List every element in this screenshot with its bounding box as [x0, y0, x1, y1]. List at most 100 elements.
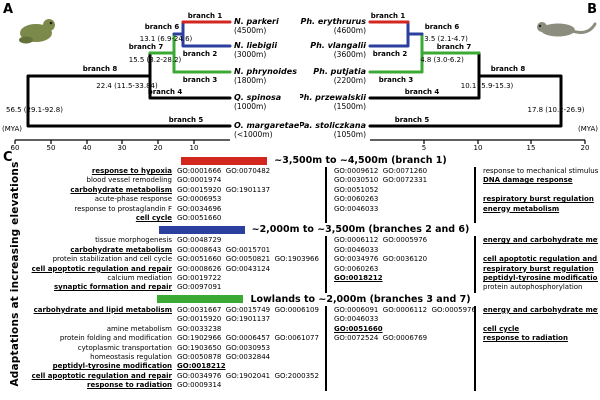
- branch-label: branch 8: [83, 65, 118, 73]
- branches-3-7-lines: [148, 32, 232, 74]
- panel-b-tree: B branch 1 branch 2 branch 3 branch 4 br…: [300, 2, 598, 152]
- go-ids-middle: [325, 352, 474, 363]
- branch-label: branch 2: [183, 50, 218, 58]
- go-term-label: blood vessel remodeling: [86, 176, 173, 185]
- go-rows: tissue morphogenesis GO:0048729 GO:00061…: [30, 236, 598, 293]
- go-term-label-right: response to radiation: [474, 334, 598, 344]
- branch-label: branch 5: [169, 116, 204, 124]
- go-ids: GO:0015920 GO:1901137: [177, 315, 271, 324]
- species-elevation: (<1000m): [234, 130, 273, 139]
- go-ids-middle: GO:0046033: [325, 204, 474, 215]
- go-term-row: response to prostaglandin F GO:0034696 G…: [30, 204, 598, 215]
- go-term-row: response to radiation GO:0009314: [30, 381, 598, 391]
- go-rows: response to hypoxia GO:0001666 GO:007048…: [30, 167, 598, 224]
- node-age: 17.8 (10.2-26.9): [528, 106, 585, 114]
- branch-label: branch 4: [148, 88, 183, 96]
- species-elevation: (2200m): [334, 76, 366, 85]
- frog-image: [19, 19, 55, 44]
- go-term-label: carbohydrate metabolism: [70, 245, 172, 254]
- go-ids-middle: GO:0006091 GO:0006112 GO:0005976: [325, 305, 474, 316]
- block-header: ~2,000m to ~3,500m (branches 2 and 6): [30, 224, 598, 235]
- go-term-label-right: [474, 352, 598, 363]
- go-term-label: carbohydrate and lipid metabolism: [33, 305, 172, 314]
- go-ids: GO:0051660: [177, 214, 222, 223]
- color-bar: [157, 295, 244, 304]
- branch-label: branch 4: [405, 88, 440, 96]
- go-term-label: acute-phase response: [94, 195, 172, 204]
- go-term-label-right: cell apoptotic regulation and repair: [474, 255, 598, 265]
- go-term-row: peptidyl-tyrosine modification GO:001821…: [30, 362, 598, 372]
- axis-tick: 20: [581, 144, 590, 152]
- axis-tick: 15: [527, 144, 536, 152]
- node-age: 15.5 (8.2-28.2): [129, 56, 182, 64]
- panel-b-time-axis: [370, 139, 586, 144]
- axis-tick: 5: [422, 144, 426, 152]
- species-name: N. parkeri: [234, 17, 279, 26]
- branch-label: branch 7: [437, 43, 472, 51]
- go-term-label-right: [474, 343, 598, 353]
- go-term-label: homeostasis regulation: [90, 352, 172, 361]
- branches-2-6-lines: [368, 20, 424, 48]
- go-term-row: amine metabolism GO:0033238 GO:0051660 c…: [30, 324, 598, 335]
- phylogeny-panels: A branch 1 branch 2 branch 3 branch 4 br…: [0, 0, 600, 152]
- branches-4-5-8-lines: [368, 51, 563, 128]
- go-term-label: peptidyl-tyrosine modification: [52, 362, 172, 371]
- go-term-label-right: [474, 315, 598, 325]
- go-term-label-right: energy and carbohydrate metabolism: [474, 305, 598, 316]
- go-ids-middle: GO:0051052: [325, 185, 474, 196]
- go-term-row: cytoplasmic transportation GO:1903650 GO…: [30, 343, 598, 353]
- go-ids: GO:0001974: [177, 176, 222, 185]
- go-term-label-right: protein autophosphorylation: [474, 283, 598, 293]
- species-name: Ph. putjatia: [313, 67, 366, 76]
- axis-tick: 10: [190, 144, 199, 152]
- go-ids-middle: GO:0060263: [325, 264, 474, 275]
- go-ids: GO:0033238: [177, 324, 222, 333]
- node-age: 4.8 (3.0-6.2): [420, 56, 464, 64]
- go-term-row: blood vessel remodeling GO:0001974 GO:00…: [30, 176, 598, 186]
- go-ids: GO:0009314: [177, 381, 222, 390]
- go-ids: GO:0015920 GO:1901137: [177, 185, 271, 194]
- go-term-label: protein stabilization and cell cycle: [52, 255, 172, 264]
- branch-label: branch 6: [425, 23, 460, 31]
- block-header: ~3,500m to ~4,500m (branch 1): [30, 155, 598, 166]
- go-term-label: tissue morphogenesis: [95, 236, 172, 245]
- branch-label: branch 6: [145, 23, 180, 31]
- go-term-label-right: respiratory burst regulation: [474, 264, 598, 275]
- species-name: O. margaretae: [234, 121, 300, 130]
- go-term-label-right: energy metabolism: [474, 204, 598, 215]
- go-ids: GO:0034976 GO:1902041 GO:2000352: [177, 371, 319, 380]
- go-term-row: cell apoptotic regulation and repair GO:…: [30, 264, 598, 275]
- go-ids-middle: [325, 362, 474, 372]
- go-term-label: calcium mediation: [107, 274, 172, 283]
- species-name: Ph. erythrurus: [300, 17, 366, 26]
- species-elevation: (1050m): [334, 130, 366, 139]
- species-name: Q. spinosa: [234, 93, 281, 102]
- go-ids-middle: [325, 371, 474, 382]
- branch-label: branch 3: [379, 76, 414, 84]
- elevation-axis-label: Adaptations at increasing elevations: [9, 161, 21, 387]
- go-ids: GO:0001666 GO:0070482: [177, 167, 271, 175]
- go-term-row: carbohydrate metabolism GO:0015920 GO:19…: [30, 185, 598, 196]
- panel-c-label: C: [3, 150, 13, 165]
- go-term-label: cell apoptotic regulation and repair: [31, 371, 172, 380]
- go-term-row: protein folding and modification GO:1902…: [30, 334, 598, 344]
- go-ids-middle: GO:0006112 GO:0005976: [325, 236, 474, 246]
- species-elevation: (3600m): [334, 50, 366, 59]
- go-term-label-right: response to mechanical stimulus: [474, 167, 598, 177]
- go-term-row: synaptic formation and repair GO:0097091…: [30, 283, 598, 293]
- color-bar: [158, 225, 245, 234]
- go-ids-middle: GO:0051660: [325, 324, 474, 335]
- species-name: N. liebigii: [234, 41, 277, 50]
- go-term-label: amine metabolism: [106, 324, 172, 333]
- go-term-label-right: [474, 214, 598, 224]
- go-ids: GO:1902966 GO:0006457 GO:0061077: [177, 334, 319, 343]
- block-title: ~3,500m to ~4,500m (branch 1): [274, 155, 447, 166]
- node-age: 3.5 (2.1-4.7): [424, 35, 468, 43]
- go-ids-middle: GO:0046033: [325, 315, 474, 325]
- go-term-label: synaptic formation and repair: [53, 283, 172, 292]
- mya-label: (MYA): [2, 125, 22, 133]
- go-term-label: response to prostaglandin F: [74, 204, 172, 213]
- axis-tick: 10: [474, 144, 483, 152]
- go-ids: GO:0050878 GO:0032844: [177, 352, 271, 361]
